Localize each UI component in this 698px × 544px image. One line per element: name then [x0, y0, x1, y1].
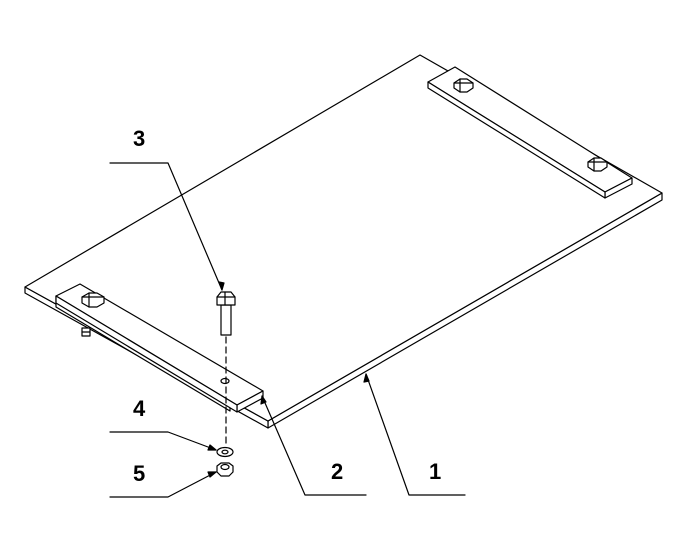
bolt-head — [216, 291, 236, 306]
leader-3 — [109, 162, 223, 291]
front-strip-bolt-tip — [81, 327, 91, 337]
back-strip-part — [427, 66, 633, 199]
board-part — [24, 54, 663, 429]
leader-2-arrow — [260, 395, 267, 405]
back-strip-front — [427, 81, 606, 199]
callout-1: 1 — [429, 459, 442, 484]
callout-3: 3 — [133, 126, 146, 151]
leader-4-arrow — [207, 444, 217, 451]
washer-part — [216, 446, 234, 458]
bolt-shank — [220, 304, 232, 336]
leader-lines — [109, 162, 466, 498]
bolt-part — [216, 291, 236, 336]
leader-3-arrow — [218, 281, 225, 291]
back-strip-bolt-head-2 — [587, 157, 608, 172]
callout-4: 4 — [133, 396, 146, 421]
leader-1-arrow — [363, 373, 370, 383]
leader-4 — [109, 431, 217, 451]
leader-2 — [261, 395, 367, 496]
board-top-face — [24, 54, 663, 422]
callout-2: 2 — [331, 459, 344, 484]
leader-1 — [365, 373, 466, 496]
nut-part — [216, 462, 234, 477]
leader-5 — [109, 471, 217, 498]
callout-5: 5 — [133, 461, 146, 486]
front-strip-part — [55, 283, 264, 413]
back-strip-bolt-head-1 — [453, 78, 474, 93]
leader-5-arrow — [207, 471, 217, 478]
bolt-hole — [220, 377, 230, 385]
front-strip-bolt-head — [81, 292, 105, 308]
front-strip-front — [55, 295, 238, 413]
